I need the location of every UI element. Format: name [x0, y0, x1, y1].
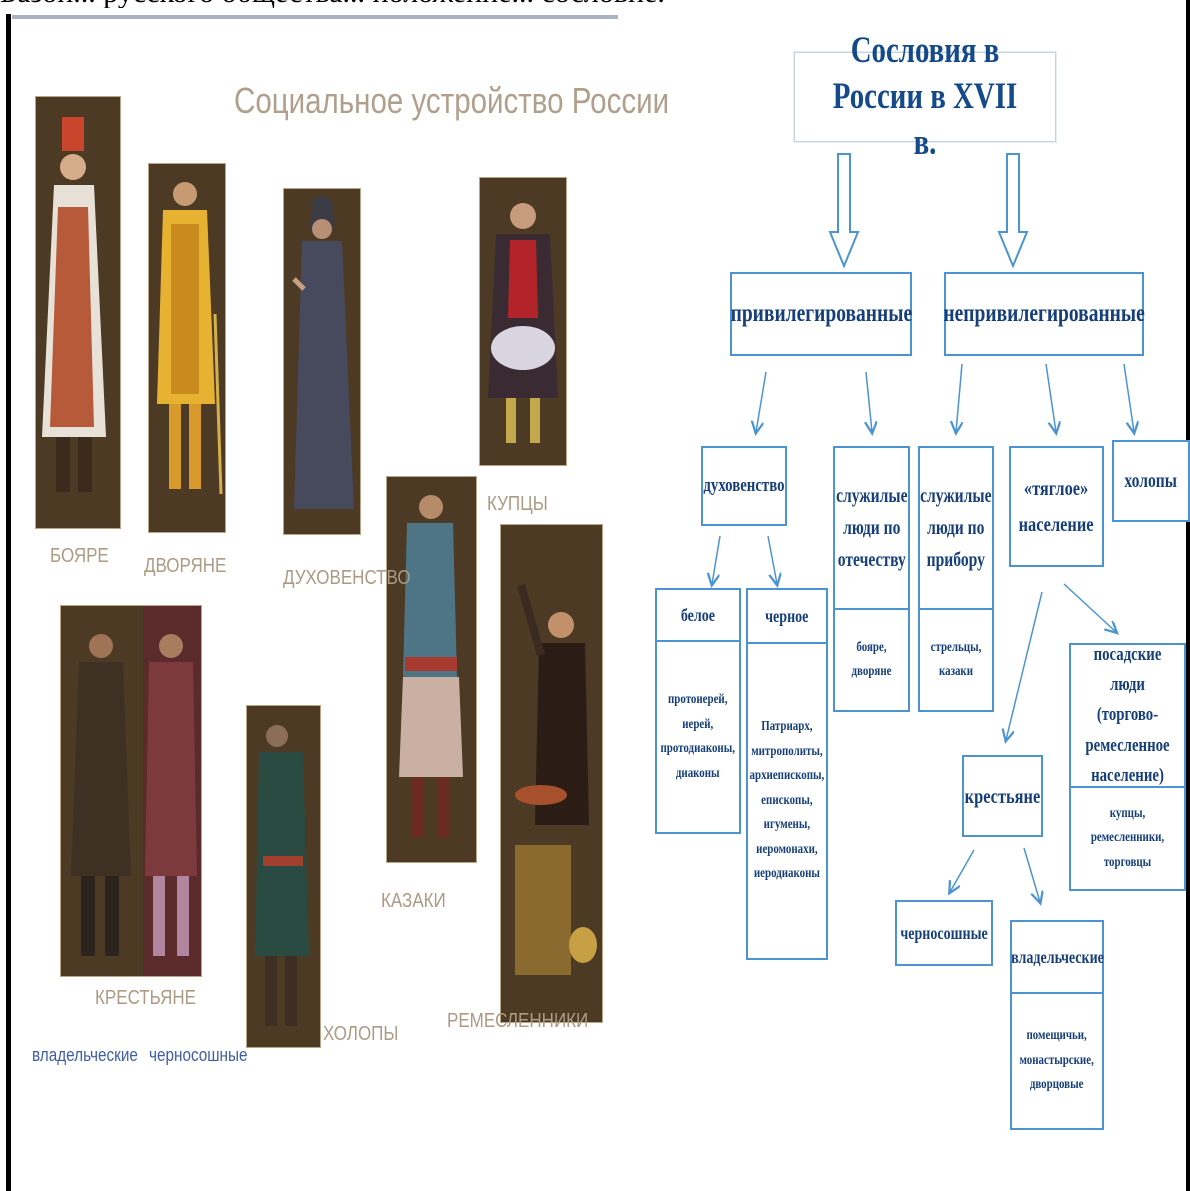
hollow-arrow-right [997, 153, 1029, 269]
box-chernososhnye: черносошные [895, 900, 993, 966]
label-boyare: БОЯРЕ [50, 545, 109, 567]
arrow-clergy-black [767, 535, 777, 584]
label-krestyane: КРЕСТЬЯНЕ [95, 987, 196, 1009]
label-kuptsy: КУПЦЫ [487, 493, 548, 515]
craftsman-figure [500, 524, 603, 1023]
arrow-peasants-vlad [1023, 847, 1040, 902]
box-vladelcheskie: владельческие помещичьи, монастырские, д… [1010, 920, 1104, 1130]
label-kazaki: КАЗАКИ [381, 890, 446, 912]
left-border [6, 14, 11, 1191]
arrow-unpriv-tax [1045, 363, 1056, 432]
box-tax-population: «тяглое» население [1009, 446, 1104, 567]
box-serfs: холопы [1112, 440, 1190, 522]
box-service-contract: служилые люди по прибору стрельцы, казак… [918, 446, 994, 712]
arrow-unpriv-contract [956, 363, 962, 432]
top-divider [12, 15, 618, 19]
peasants-figure [60, 605, 202, 977]
box-black-clergy: черное Патриарх, митрополиты, архиеписко… [746, 588, 828, 960]
arrow-priv-fatherland [866, 371, 872, 432]
hollow-arrow-left [828, 153, 860, 269]
box-white-clergy: белое протоиерей, иерей, протодиаконы, д… [655, 588, 741, 834]
merchant-figure [479, 177, 567, 466]
label-dvoryane: ДВОРЯНЕ [144, 555, 227, 577]
box-unprivileged: непривилегированные [943, 272, 1145, 356]
clergy-figure [283, 188, 361, 535]
box-posad: посадские люди (торгово-ремесленное насе… [1069, 643, 1186, 891]
box-service-fatherland: служилые люди по отечеству бояре, дворян… [833, 446, 910, 712]
arrow-tax-posad [1063, 583, 1116, 632]
dvoryanin-image [157, 182, 223, 495]
clergy-image [292, 196, 354, 509]
cossack-image [399, 495, 463, 837]
left-panel-title: Социальное устройство России [234, 80, 670, 121]
label-vladelcheskie: владельческие [32, 1045, 138, 1065]
craftsman-image [515, 583, 597, 975]
dvoryanin-figure [148, 163, 226, 533]
arrow-tax-peasants [1006, 591, 1043, 740]
serf-image [255, 725, 309, 1026]
diagram-title: Сословия в России в XVII в. [794, 30, 1056, 163]
label-holopy: ХОЛОПЫ [323, 1023, 399, 1045]
box-peasants: крестьяне [962, 755, 1043, 837]
arrow-unpriv-serfs [1123, 363, 1134, 432]
peasants-image [71, 606, 201, 976]
header-text: Базой... русского общества... положение.… [0, 0, 1190, 8]
serf-figure [246, 705, 321, 1048]
label-chernososhnye: черносошные [149, 1045, 248, 1065]
right-border [1186, 0, 1190, 1191]
arrow-clergy-white [712, 535, 721, 584]
box-privileged: привилегированные [730, 272, 912, 356]
arrow-priv-clergy [756, 371, 767, 432]
boyar-figure [35, 96, 121, 529]
arrow-peasants-chern [950, 849, 975, 892]
merchant-image [488, 203, 558, 443]
label-remeslenniki: РЕМЕСЛЕННИКИ [447, 1010, 589, 1032]
cossack-figure [386, 476, 477, 863]
box-clergy: духовенство [701, 446, 787, 526]
boyar-image [42, 117, 106, 492]
label-duhovenstvo: ДУХОВЕНСТВО [283, 567, 411, 589]
